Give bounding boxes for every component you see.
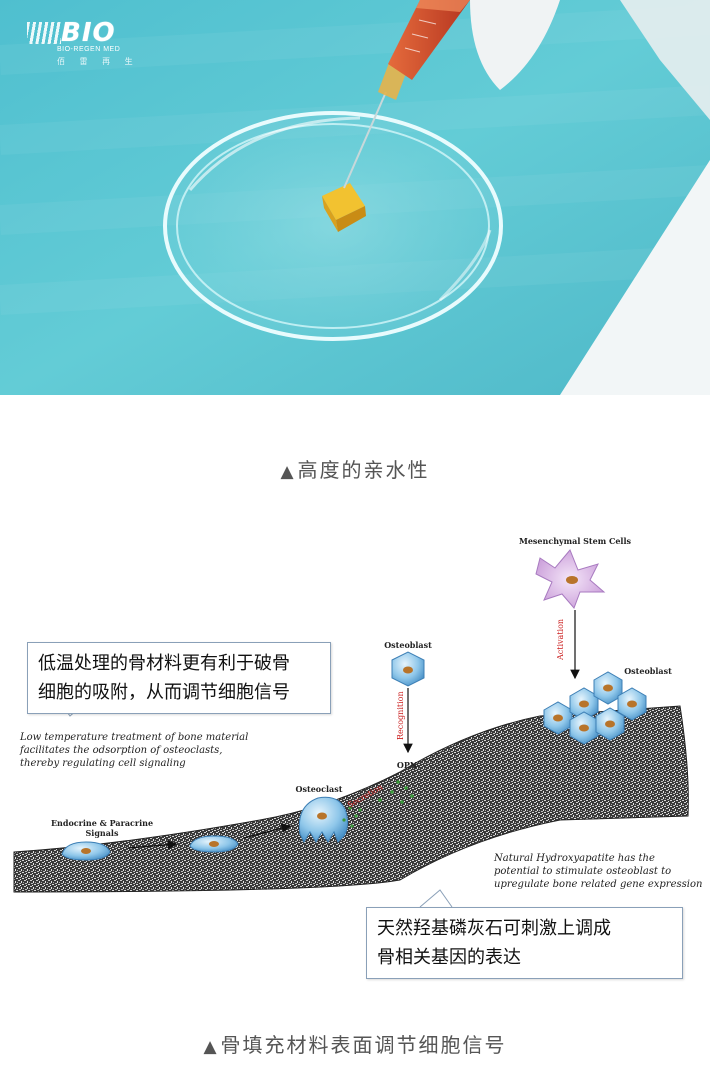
petri-dish-scene xyxy=(0,0,710,395)
bone-substrate xyxy=(13,705,689,893)
caption-hydrophilicity: ▲高度的亲水性 xyxy=(0,454,710,483)
callout-low-temperature: 低温处理的骨材料更有利于破骨 细胞的吸附，从而调节细胞信号 xyxy=(27,642,331,714)
secretion-dots xyxy=(342,806,362,828)
triangle-marker-icon: ▲ xyxy=(203,1037,219,1057)
needle xyxy=(343,91,387,189)
gloved-hand xyxy=(470,0,560,90)
label-osteoblast-top: Osteoblast xyxy=(384,640,432,650)
osteoblast-cluster xyxy=(543,671,647,745)
label-osteoblast-right: Osteoblast xyxy=(624,666,672,676)
note-hydroxyapatite-en: Natural Hydroxyapatite has the potential… xyxy=(494,853,703,890)
note-low-temperature-en: Low temperature treatment of bone materi… xyxy=(20,732,249,769)
company-logo: BIO BIO-REGEN MED 佰 雷 再 生 xyxy=(27,18,147,68)
signal-arrow-2 xyxy=(243,823,292,839)
syringe xyxy=(388,0,470,80)
logo-subtitle: BIO-REGEN MED xyxy=(57,46,121,53)
signal-cell-2 xyxy=(189,835,239,853)
bone-graft-block xyxy=(322,183,366,232)
label-activation: Activation xyxy=(556,618,565,660)
osteoclast-cell xyxy=(298,796,349,844)
label-signals: Endocrine & Paracrine Signals xyxy=(50,818,154,838)
label-msc: Mesenchymal Stem Cells xyxy=(518,536,631,546)
white-sheet xyxy=(560,160,710,395)
cell-signaling-diagram: Mesenchymal Stem Cells Activation Osteob… xyxy=(0,520,710,980)
callout-hydroxyapatite: 天然羟基磷灰石可刺激上调成 骨相关基因的表达 xyxy=(366,907,683,979)
triangle-marker-icon: ▲ xyxy=(280,462,296,482)
caption-text: 骨填充材料表面调节细胞信号 xyxy=(220,1033,507,1057)
signal-arrow-1 xyxy=(127,839,178,850)
logo-stripes-icon xyxy=(27,22,61,44)
logo-chinese-name: 佰 雷 再 生 xyxy=(57,57,139,66)
caption-surface-signaling: ▲骨填充材料表面调节细胞信号 xyxy=(0,1029,710,1058)
label-recognition: Recognition xyxy=(396,691,405,740)
callout-bottom-tail xyxy=(419,889,453,908)
caption-text: 高度的亲水性 xyxy=(297,458,430,482)
signal-cell-1 xyxy=(61,841,111,861)
hydrophilicity-photo: BIO BIO-REGEN MED 佰 雷 再 生 xyxy=(0,0,710,395)
osteoblast-cell-top xyxy=(391,651,425,687)
diagram-artwork xyxy=(13,549,689,908)
petri-dish xyxy=(163,111,503,341)
label-osteoclast: Osteoclast xyxy=(295,784,343,794)
label-opn: OPN xyxy=(396,760,418,770)
logo-main-text: BIO xyxy=(61,18,116,48)
opn-dots xyxy=(378,780,414,804)
